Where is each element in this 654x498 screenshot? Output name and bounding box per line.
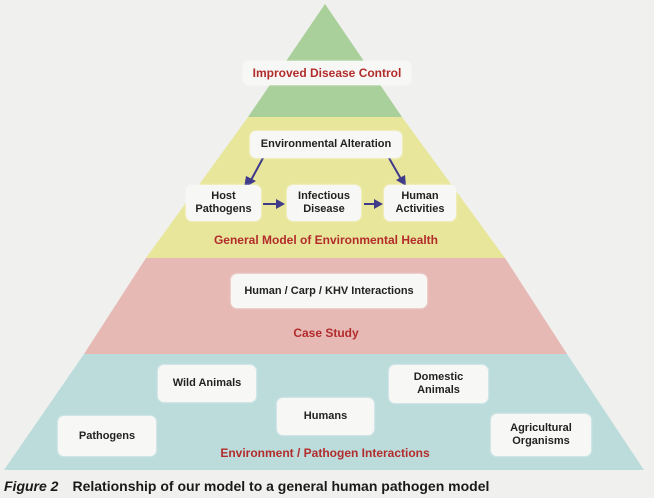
arrow-alteration-to-activities xyxy=(388,157,406,186)
node-pathogens: Pathogens xyxy=(58,416,156,456)
tier-base-title: Environment / Pathogen Interactions xyxy=(220,446,430,460)
node-humans: Humans xyxy=(277,398,374,435)
node-domestic-animals: Domestic Animals xyxy=(389,365,488,403)
node-host-pathogens: Host Pathogens xyxy=(186,185,261,221)
figure-label: Figure 2 xyxy=(4,478,59,494)
arrow-disease-to-activities xyxy=(364,199,383,209)
tier-top-title: Improved Disease Control xyxy=(252,65,402,80)
arrow-host-to-disease xyxy=(263,199,285,209)
tier-top-title-box: Improved Disease Control xyxy=(243,61,411,85)
node-agricultural-organisms: Agricultural Organisms xyxy=(491,414,591,456)
node-environmental-alteration: Environmental Alteration xyxy=(250,131,402,158)
node-wild-animals: Wild Animals xyxy=(158,365,256,402)
node-human-activities: Human Activities xyxy=(384,185,456,221)
tier-top-band xyxy=(248,4,402,117)
tier-second-title: General Model of Environmental Health xyxy=(213,233,439,247)
tier-third-title: Case Study xyxy=(293,326,359,340)
figure-caption-text: Relationship of our model to a general h… xyxy=(72,478,490,494)
node-human-carp-khv-interactions: Human / Carp / KHV Interactions xyxy=(231,274,427,308)
figure-caption: Figure 2 Relationship of our model to a g… xyxy=(4,478,489,494)
node-infectious-disease: Infectious Disease xyxy=(287,185,361,221)
